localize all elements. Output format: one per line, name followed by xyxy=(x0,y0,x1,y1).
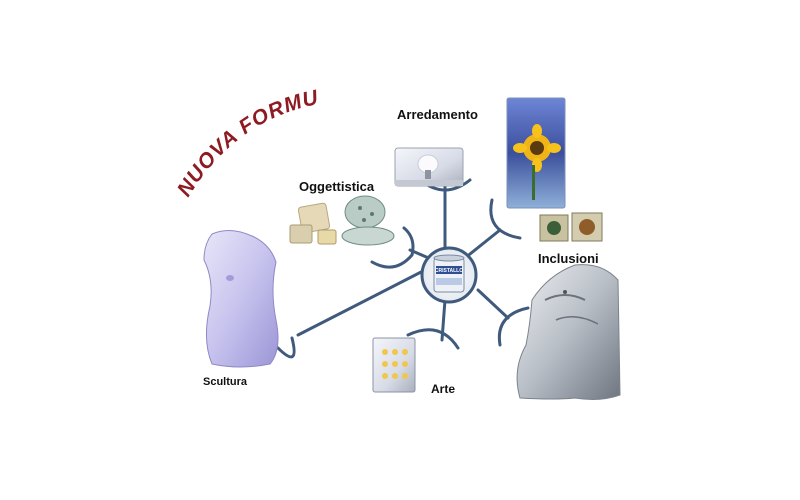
headline: NUOVA FORMULA xyxy=(0,0,321,201)
category-labels: Arredamento Oggettistica Inclusioni Scul… xyxy=(203,107,599,396)
spoke-extra xyxy=(476,288,510,320)
inclusion-cubes-icon xyxy=(539,212,603,242)
resin-can-icon: CRISTALLO xyxy=(433,254,465,293)
label-inclusioni: Inclusioni xyxy=(538,251,599,266)
cup-inclusioni xyxy=(489,198,522,240)
spoke-inclusioni xyxy=(463,228,502,260)
torso-sculpture-icon xyxy=(203,230,279,368)
horse-head-sculpture-icon xyxy=(516,264,621,400)
branch-cups xyxy=(276,178,530,359)
label-arredamento: Arredamento xyxy=(397,107,478,122)
label-scultura: Scultura xyxy=(203,376,248,388)
cup-oggettistica xyxy=(370,226,415,269)
sunflower-block-icon xyxy=(506,97,566,209)
label-oggettistica: Oggettistica xyxy=(299,179,375,194)
label-arte: Arte xyxy=(431,382,455,396)
cup-scultura xyxy=(276,336,296,359)
headline-text: NUOVA FORMULA xyxy=(0,0,320,201)
cup-extra xyxy=(497,306,530,347)
cup-arte xyxy=(406,328,460,350)
spoke-scultura xyxy=(296,268,427,337)
hub: CRISTALLO xyxy=(420,246,478,304)
headline-group: NUOVA FORMULA xyxy=(0,0,321,201)
resin-lamp-block-icon xyxy=(394,147,464,187)
resin-objects-icon xyxy=(289,195,395,246)
hub-product-text: CRISTALLO xyxy=(435,268,463,274)
crystal-cube-icon xyxy=(372,337,416,393)
